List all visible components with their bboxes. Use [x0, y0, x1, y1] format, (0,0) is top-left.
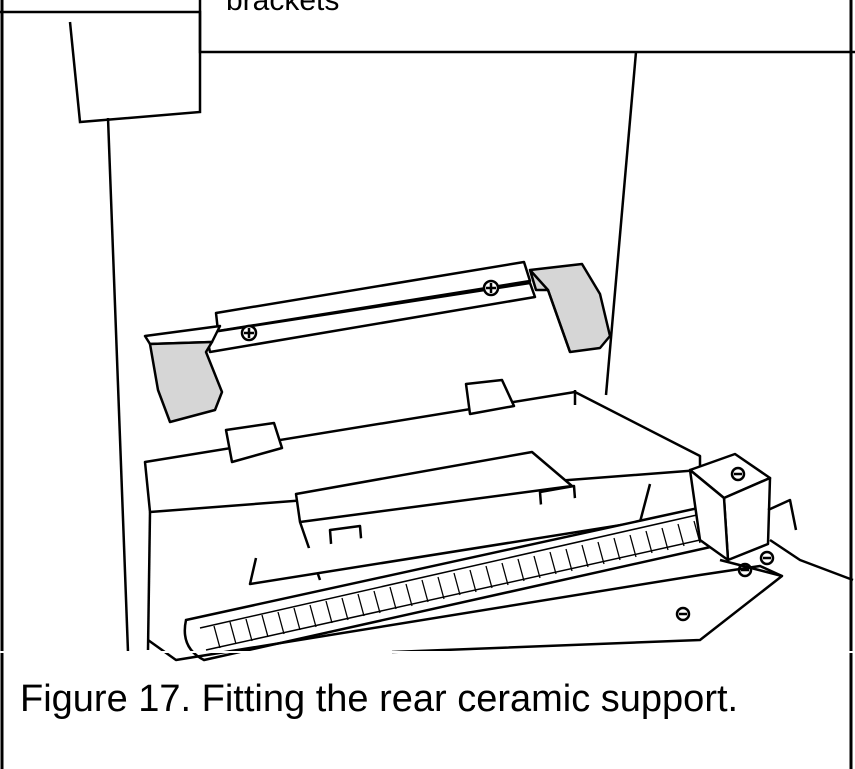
terminal-block: [688, 452, 854, 582]
floor-tray: [143, 378, 702, 651]
coil-ribs: [213, 520, 701, 649]
screw-icon-terminal-top: [730, 466, 746, 482]
oven-cavity: [68, 21, 638, 653]
callout-box: [0, 0, 855, 54]
callout-label: brackets: [226, 0, 340, 17]
front-tray: [147, 558, 784, 662]
screw-icon-right: [482, 279, 500, 297]
screw-icon-terminal-low: [759, 550, 775, 566]
rear-ceramic-support: [143, 260, 612, 424]
figure-caption: Figure 17. Fitting the rear ceramic supp…: [20, 678, 739, 720]
inner-shelf: [248, 450, 652, 586]
screw-icon-front: [675, 606, 691, 622]
screw-icon-left: [240, 324, 258, 342]
